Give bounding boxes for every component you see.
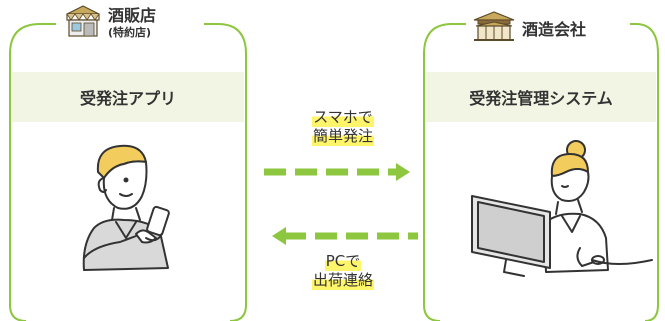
- order-caption: スマホで 簡単発注: [288, 108, 398, 146]
- right-arrow-icon: [264, 163, 410, 181]
- right-panel-header: 酒造会社: [466, 10, 593, 46]
- shipping-caption-line1: PCで: [324, 252, 362, 271]
- right-app-box: 受発注管理システム: [426, 72, 656, 122]
- left-app-label: 受発注アプリ: [79, 89, 176, 108]
- shipping-caption: PCで 出荷連絡: [288, 252, 398, 290]
- right-panel-title: 酒造会社: [522, 20, 587, 39]
- right-app-label: 受発注管理システム: [469, 89, 613, 108]
- left-panel-subtitle: (特約店): [108, 26, 152, 40]
- brewery-icon: [472, 10, 516, 46]
- right-panel-frame: [423, 23, 468, 321]
- shop-icon: [64, 4, 102, 42]
- woman-at-computer-illustration: [471, 140, 653, 277]
- order-caption-line1: スマホで: [312, 108, 374, 127]
- left-panel-title: 酒販店: [108, 6, 157, 26]
- left-panel-frame: [9, 23, 56, 321]
- man-with-smartphone-illustration: [82, 144, 170, 271]
- order-caption-line2: 簡単発注: [311, 126, 374, 146]
- left-app-box: 受発注アプリ: [12, 72, 244, 122]
- shipping-caption-line2: 出荷連絡: [311, 270, 374, 290]
- right-panel-frame-right: [630, 23, 659, 321]
- left-panel-frame-right: [204, 23, 247, 321]
- left-panel-header: 酒販店 (特約店): [58, 4, 163, 42]
- left-arrow-icon: [272, 227, 418, 245]
